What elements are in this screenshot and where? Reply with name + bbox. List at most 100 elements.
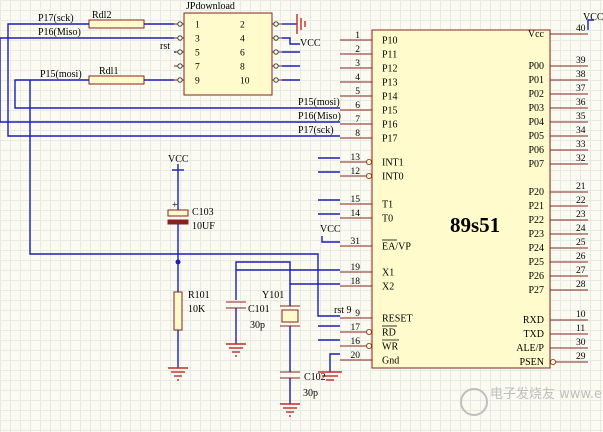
connector-pin-dot (273, 63, 279, 69)
wire-ea-vcc (321, 236, 340, 243)
connector-pin-number: 7 (195, 63, 200, 73)
rdl2-label: Rdl2 (92, 10, 111, 21)
junction-reset (175, 259, 181, 265)
chip-pin-number: 35 (576, 112, 586, 122)
wire-vcc-top (587, 19, 594, 30)
chip-pin-number: 21 (576, 182, 586, 192)
connector-pin-dot (273, 21, 279, 27)
chip-pin-label: RXD (523, 315, 544, 326)
connector-pin-dot (273, 35, 279, 41)
chip-pin-inverter (365, 158, 372, 165)
wire-x1-crystal (235, 261, 291, 284)
chip-pin-label: P20 (528, 187, 544, 198)
connector-pin-dot (177, 21, 183, 27)
net-label-p15-mosi: P15(mosi) (40, 69, 82, 80)
chip-pin-number: 33 (576, 140, 586, 150)
chip-pin-label: P27 (528, 285, 544, 296)
net-label-p17-sck-chip: P17(sck) (298, 125, 334, 136)
chip-pin-label: P12 (382, 64, 398, 75)
chip-pin-number: 20 (351, 351, 361, 361)
chip-pin-number: 17 (351, 323, 361, 333)
wire-rst-net (29, 80, 340, 317)
chip-pin-number: 9 (355, 309, 360, 319)
chip-pin-label: P22 (528, 215, 544, 226)
connector-pin-dot (177, 77, 183, 83)
chip-pin-label: P07 (528, 159, 544, 170)
chip-pin-label: X1 (382, 268, 394, 279)
connector-pin-dot (273, 49, 279, 55)
watermark-text: 电子发烧友 www.elecfans.com (490, 386, 603, 402)
chip-pin-label: P05 (528, 131, 544, 142)
net-label-p16-miso-chip: P16(Miso) (298, 111, 341, 122)
connector-pin-number: 9 (195, 77, 200, 87)
net-label-p17-sck: P17(sck) (38, 13, 74, 24)
chip-pin-number: 23 (576, 210, 586, 220)
connector-pin-number: 3 (195, 35, 200, 45)
net-labels: P17(sck) Rdl2 P16(Miso) rst P15(mosi) Rd… (38, 10, 352, 316)
chip-pin-number: 37 (576, 84, 586, 94)
chip-pin-label: INT0 (382, 172, 404, 183)
wire-chip-gnd (329, 353, 340, 372)
ground-symbol-header (296, 14, 306, 34)
chip-pin-label: P02 (528, 89, 544, 100)
chip-pin-label: P10 (382, 36, 398, 47)
chip-pin-label: PSEN (520, 357, 544, 368)
net-label-rst: rst (160, 41, 170, 52)
chip-pin-label: P21 (528, 201, 544, 212)
chip-pin-label: P25 (528, 257, 544, 268)
r101-ref: R101 (188, 290, 210, 301)
y101-ref: Y101 (262, 290, 284, 301)
watermark: 电子发烧友 www.elecfans.com (460, 386, 603, 416)
c102-ref: C102 (304, 372, 326, 383)
connector-pin-number: 4 (240, 35, 245, 45)
connector-body (183, 12, 273, 96)
chip-pin-label: P16 (382, 120, 398, 131)
c103-plus: + (172, 200, 178, 211)
chip-pin-number: 14 (351, 209, 361, 219)
connector-pin-number: 8 (240, 63, 245, 73)
chip-name: 89s51 (450, 213, 500, 237)
chip-pin-number: 6 (355, 101, 360, 111)
wire-p15-mosi (14, 79, 340, 109)
wire-x1 (235, 269, 340, 300)
chip-pin-number: 31 (351, 237, 361, 247)
wire-x2 (289, 283, 340, 306)
chip-pin-label: P24 (528, 243, 544, 254)
chip-pin-label: ALE/P (516, 343, 544, 354)
chip-pin-number: 11 (576, 324, 585, 334)
chip-pin-number: 4 (355, 73, 360, 83)
chip-pin-label: EA/VP (382, 242, 411, 253)
ground-symbol-c101 (226, 343, 246, 357)
vcc-label-header: VCC (300, 38, 321, 49)
chip-pin-label: Vcc (528, 29, 545, 40)
chip-pin-number: 5 (355, 87, 360, 97)
chip-pin-label: P11 (382, 50, 397, 61)
c101-value: 30p (250, 320, 265, 331)
wire-p17-sck (7, 23, 340, 137)
chip-pin-number: 13 (351, 153, 361, 163)
chip-pin-number: 3 (355, 59, 360, 69)
connector-pin-number: 5 (195, 49, 200, 59)
chip-pin-number: 15 (351, 195, 361, 205)
chip-pin-number: 28 (576, 280, 586, 290)
chip-pin-number: 39 (576, 56, 586, 66)
chip-pin-inverter (365, 328, 372, 335)
chip-pin-number: 38 (576, 70, 586, 80)
reset-circuit: VCC + C103 10UF R101 10K (167, 154, 215, 381)
chip-pin-number: 34 (576, 126, 586, 136)
chip-pin-number: 27 (576, 266, 586, 276)
connector-pin-dot (177, 49, 183, 55)
chip-pin-number: 7 (355, 115, 360, 125)
c103-plate-top (167, 209, 189, 217)
c103-plate-bottom (167, 219, 189, 225)
r101-body (173, 291, 183, 331)
net-label-p16-miso: P16(Miso) (38, 27, 81, 38)
connector-pin-dot (177, 63, 183, 69)
ground-symbol-c102 (280, 403, 300, 417)
net-label-rst9: rst 9 (334, 305, 352, 316)
chip-pin-label: P00 (528, 61, 544, 72)
vcc-label-reset: VCC (168, 154, 189, 165)
